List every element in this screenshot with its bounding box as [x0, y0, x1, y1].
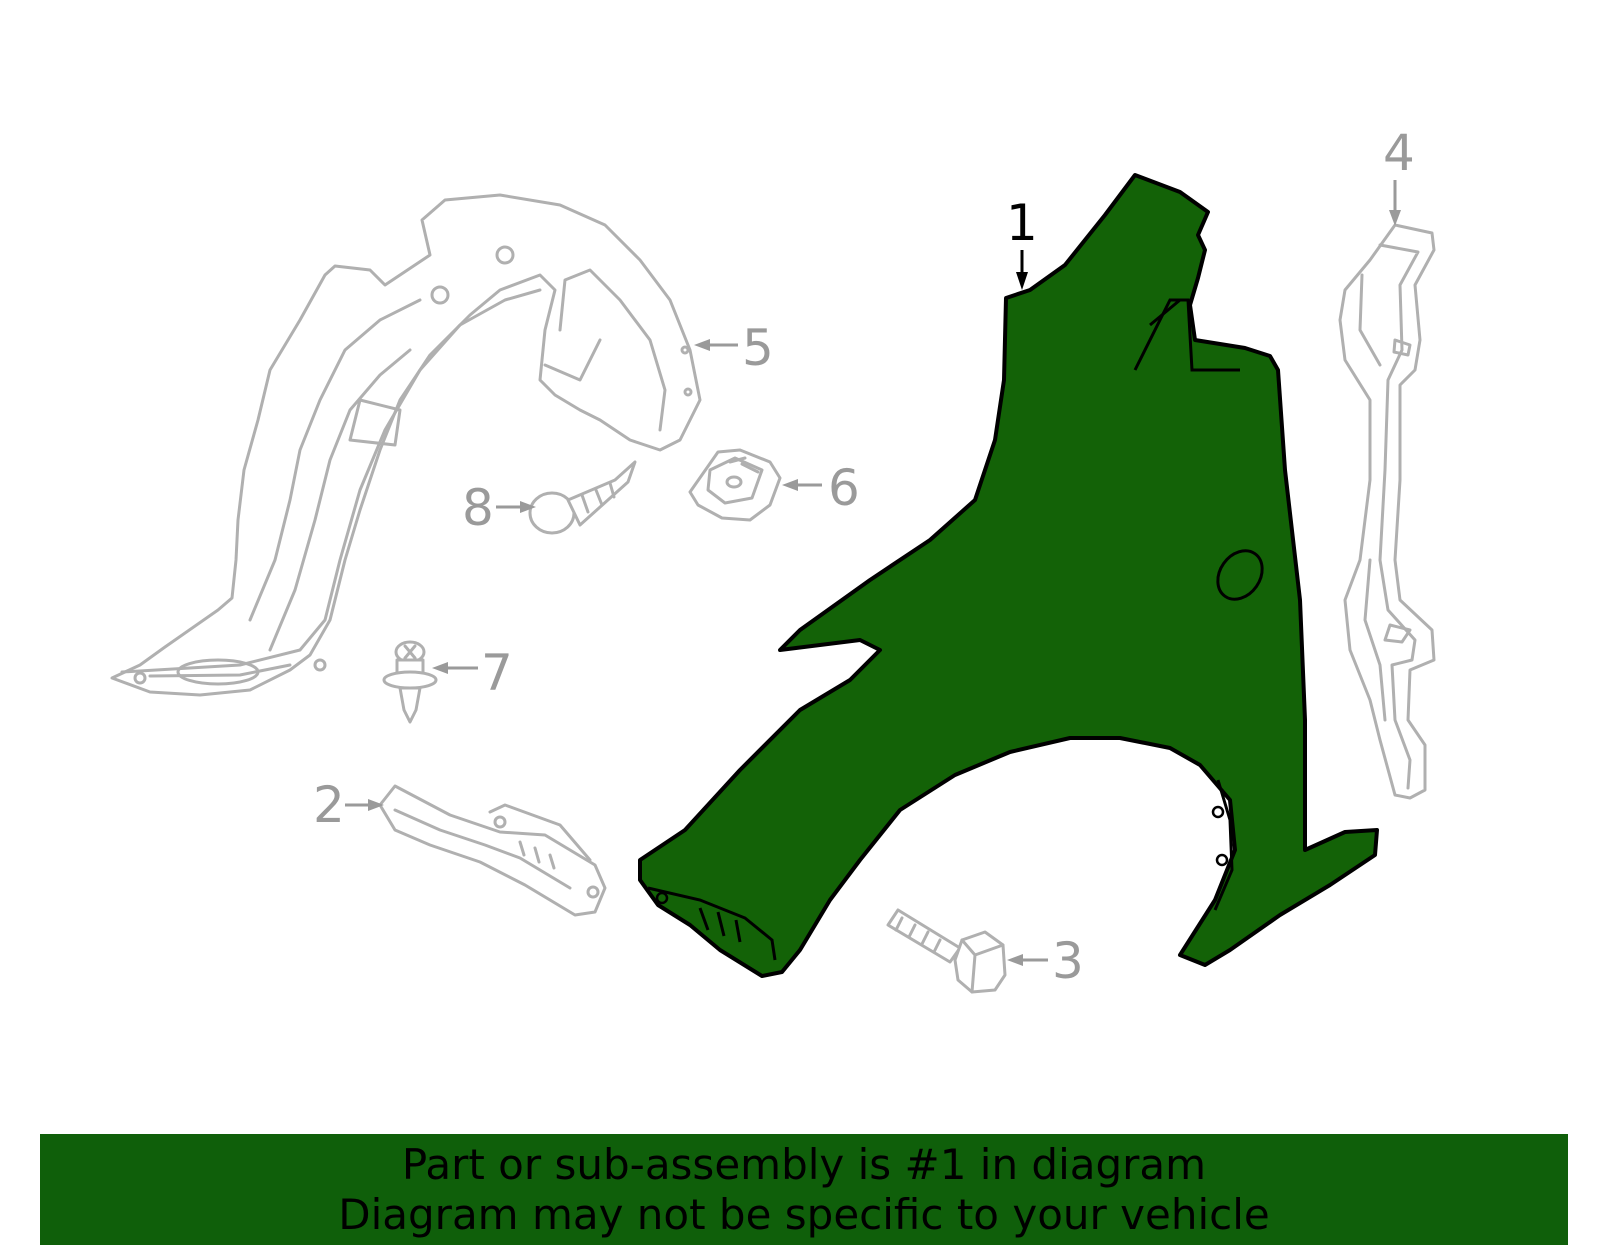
callout-7: 7 — [481, 644, 513, 702]
callout-3: 3 — [1052, 932, 1084, 990]
push-clip-icon — [382, 640, 438, 724]
info-banner: Part or sub-assembly is #1 in diagram Di… — [40, 1134, 1568, 1245]
support-bracket-icon — [1338, 223, 1436, 800]
fender-icon — [638, 173, 1379, 978]
leader-lines — [345, 180, 1401, 966]
screw-icon — [528, 460, 637, 535]
banner-line-2: Diagram may not be specific to your vehi… — [338, 1189, 1270, 1239]
callout-8: 8 — [462, 479, 494, 537]
callout-2: 2 — [313, 776, 345, 834]
bolt-icon — [886, 908, 1007, 994]
banner-line-1: Part or sub-assembly is #1 in diagram — [401, 1139, 1207, 1189]
bracket-icon — [378, 784, 607, 917]
callout-1: 1 — [1006, 194, 1038, 252]
fender-liner-icon — [110, 193, 702, 697]
clip-nut-icon — [688, 448, 782, 522]
callout-5: 5 — [742, 319, 774, 377]
callout-4: 4 — [1383, 124, 1415, 182]
callout-6: 6 — [828, 459, 860, 517]
